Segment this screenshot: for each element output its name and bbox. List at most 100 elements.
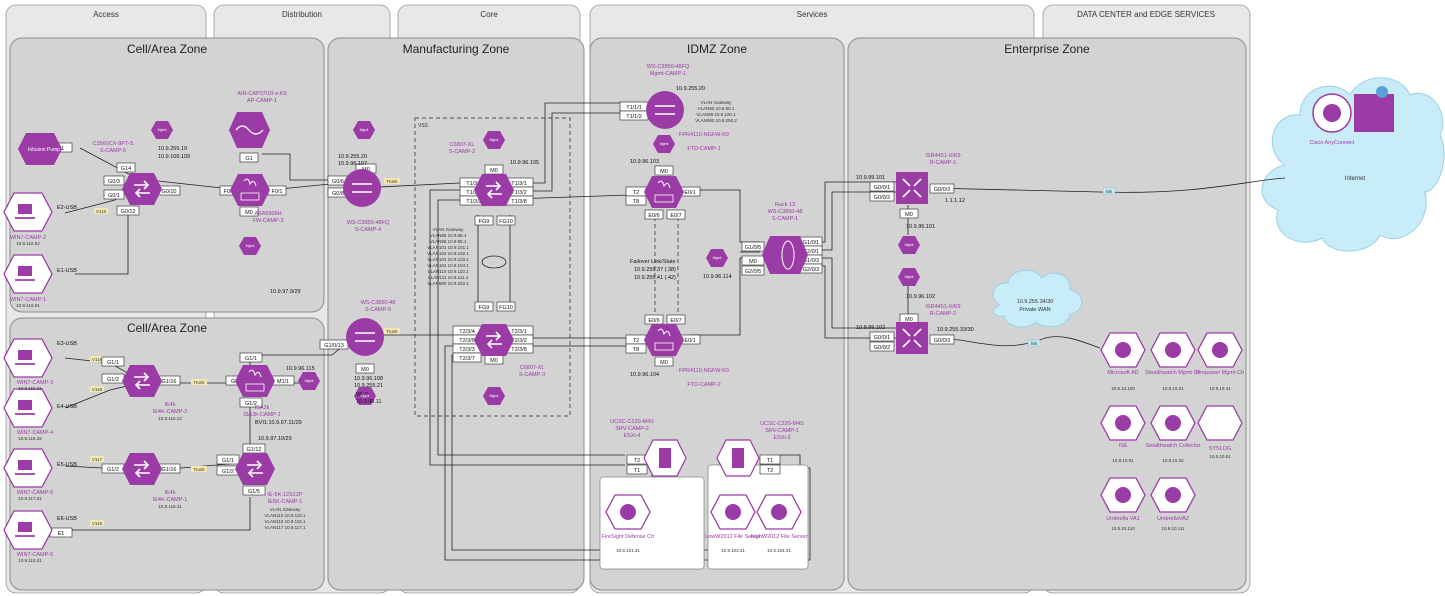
internet-label: Internet (1345, 176, 1366, 182)
s-camp-5-switch-icon (346, 318, 384, 356)
svg-text:FW-CAMP-3: FW-CAMP-3 (252, 218, 283, 224)
svg-text:T2/3/2: T2/3/2 (511, 338, 527, 344)
svg-text:WLC:: WLC: (356, 392, 370, 398)
svg-text:E0/1: E0/1 (684, 338, 695, 344)
win7-camp-3-pc-icon (3, 338, 53, 378)
svg-text:T2/3/4: T2/3/4 (459, 329, 475, 335)
anyconnect-icon (1312, 93, 1352, 133)
zone-title-manufacturing: Manufacturing Zone (403, 42, 510, 56)
cell-area-zone-bottom (9, 317, 325, 591)
svg-text:Rack 13: Rack 13 (775, 202, 795, 208)
svg-text:E0/6: E0/6 (648, 318, 659, 324)
svg-text:VLAN Gateway: VLAN Gateway (701, 100, 733, 105)
zone-title-cell-bottom: Cell/Area Zone (127, 321, 207, 335)
svg-text:10.9.116.31: 10.9.116.31 (18, 386, 42, 391)
svg-text:M0: M0 (490, 358, 498, 364)
svg-text:10.9.10.51: 10.9.10.51 (1112, 458, 1134, 463)
win7-camp-4-pc-icon (3, 388, 53, 428)
svg-text:Mgmt: Mgmt (490, 138, 499, 142)
svg-text:T1/3/2: T1/3/2 (511, 190, 527, 196)
svg-text:AIR-CAP3702I-x-K9: AIR-CAP3702I-x-K9 (237, 91, 286, 97)
svg-text:VLAN102 10.9.102.1: VLAN102 10.9.102.1 (427, 251, 469, 256)
svg-text:E6-USB: E6-USB (57, 516, 77, 522)
svg-text:10.9.96.101: 10.9.96.101 (906, 224, 935, 230)
svg-text:VLAN111 10.9.111.1: VLAN111 10.9.111.1 (428, 275, 469, 280)
isa3k-firewall-icon (234, 364, 276, 398)
svg-text:G0/3: G0/3 (108, 179, 120, 185)
svg-text:T1/3/3: T1/3/3 (466, 199, 482, 205)
svg-text:S-CAMP-1: S-CAMP-1 (772, 216, 798, 222)
svg-text:M0: M0 (245, 210, 253, 216)
svg-text:10.9.115.31: 10.9.115.31 (18, 558, 42, 563)
svg-text:M0: M0 (749, 259, 757, 265)
svg-text:C3560CX-8PT-S: C3560CX-8PT-S (93, 141, 134, 147)
svg-text:G1/2: G1/2 (107, 377, 119, 383)
svg-text:10.9.115.11: 10.9.115.11 (158, 504, 182, 509)
svg-text:VLAN Gateway: VLAN Gateway (433, 227, 465, 232)
svg-text:ASA5506H: ASA5506H (254, 211, 281, 217)
win7-camp-6-pc-icon (3, 510, 53, 550)
svg-text:G0/12: G0/12 (121, 209, 136, 215)
ftd-camp-1-firewall-icon (643, 175, 685, 209)
svg-text:VLAN90 10.9.90.1: VLAN90 10.9.90.1 (698, 106, 735, 111)
svg-text:ISR4451-X/K9: ISR4451-X/K9 (925, 153, 960, 159)
svg-text:T2/3/7: T2/3/7 (459, 356, 475, 362)
devices (3, 86, 1394, 550)
svg-text:10.9.106.109: 10.9.106.109 (158, 154, 190, 160)
svg-text:AP-CAMP-1: AP-CAMP-1 (247, 98, 277, 104)
svg-text:BVI1:10.9.97.11/29: BVI1:10.9.97.11/29 (255, 420, 302, 426)
win7-camp-2-pc-icon (3, 192, 53, 232)
svg-text:G1/1: G1/1 (245, 356, 257, 362)
s-camp-2-core-icon (473, 173, 515, 207)
svg-text:M0: M0 (660, 169, 668, 175)
svg-text:FTD-CAMP-2: FTD-CAMP-2 (687, 382, 720, 388)
r-camp-1-router-icon (895, 171, 929, 205)
svg-text:C6807-XL: C6807-XL (450, 142, 475, 148)
manufacturing-zone (327, 37, 585, 591)
column-access-label: Access (93, 10, 119, 19)
svg-text:F0/1: F0/1 (271, 189, 282, 195)
svg-text:T2: T2 (633, 338, 639, 344)
svg-text:G0/1: G0/1 (108, 193, 120, 199)
svg-text:VLAN990 10.9.252.1: VLAN990 10.9.252.1 (427, 281, 469, 286)
svg-text:FG10: FG10 (499, 219, 513, 225)
syslog-icon (1197, 405, 1243, 441)
svg-text:E0/6: E0/6 (648, 213, 659, 219)
svg-text:10.9.255.41 (.42): 10.9.255.41 (.42) (634, 275, 676, 281)
svg-text:E1-USB: E1-USB (57, 268, 77, 274)
port-boxes (49, 101, 955, 538)
svg-text:G1/16: G1/16 (162, 379, 177, 385)
svg-text:R-CAMP-1: R-CAMP-1 (930, 160, 957, 166)
vss-label: VSS (418, 123, 429, 129)
svg-text:G2/0/5: G2/0/5 (745, 269, 762, 275)
svg-text:T8: T8 (633, 199, 639, 205)
svg-text:Mgmt-CAMP-1: Mgmt-CAMP-1 (650, 71, 686, 77)
svg-text:G0/0/3: G0/0/3 (934, 338, 951, 344)
vlan-label-v110: V110 (96, 209, 107, 214)
svg-text:S-CAMP-2: S-CAMP-2 (449, 149, 475, 155)
svg-text:10.9.99.101: 10.9.99.101 (856, 175, 885, 181)
s-camp-4-switch-icon (343, 169, 381, 207)
svg-text:FireSight Defense Ctr: FireSight Defense Ctr (602, 534, 655, 540)
svg-text:10.9.255.33/30: 10.9.255.33/30 (937, 327, 974, 333)
svg-text:IE4K-CAMP-2: IE4K-CAMP-2 (153, 409, 188, 415)
svg-text:10.9.98.11: 10.9.98.11 (356, 399, 382, 405)
svg-text:VLAN96 10.9.96.1: VLAN96 10.9.96.1 (430, 233, 467, 238)
svg-text:VLAN117 10.9.117.1: VLAN117 10.9.117.1 (264, 525, 306, 530)
svg-text:Cisco AnyConnect: Cisco AnyConnect (1310, 140, 1355, 146)
stealthwatch-collector-icon (1150, 405, 1196, 441)
ie5k-camp-1-switch-icon (234, 452, 276, 486)
svg-text:M0: M0 (905, 212, 913, 218)
infusion-pump (18, 133, 62, 165)
svg-text:G1/12: G1/12 (247, 447, 262, 453)
anyconnect-pc-icon (1354, 86, 1394, 132)
svg-text:G0/0/1: G0/0/1 (874, 185, 891, 191)
svg-text:ISR4451-X/K9: ISR4451-X/K9 (925, 304, 960, 310)
svg-text:IE-5K-12S12P: IE-5K-12S12P (267, 492, 302, 498)
svg-text:VLAN Gateway: VLAN Gateway (270, 507, 302, 512)
svg-text:IE5K-CAMP-1: IE5K-CAMP-1 (268, 499, 303, 505)
internet-cloud: Internet (1261, 77, 1445, 252)
svg-text:10.9.96.103: 10.9.96.103 (630, 159, 659, 165)
svg-text:IE4k: IE4k (164, 490, 175, 496)
umbrella-va1-icon (1100, 477, 1146, 513)
